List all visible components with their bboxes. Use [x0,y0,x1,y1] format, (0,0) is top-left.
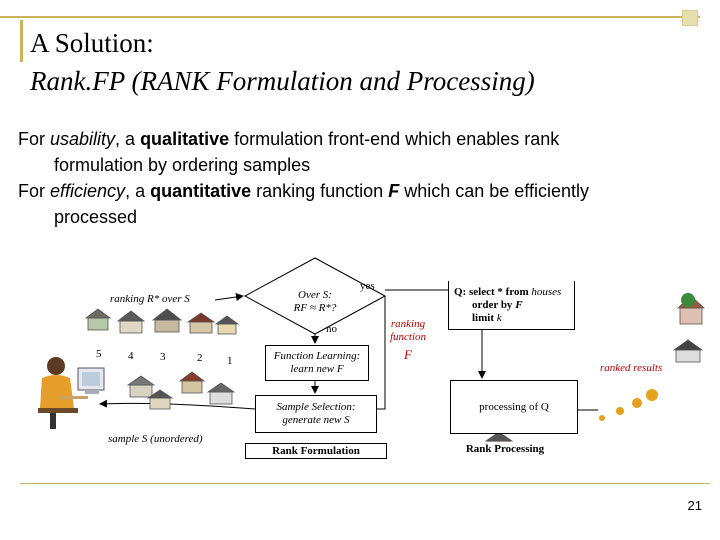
query-box: Q: select * from houses order by F limit… [448,281,580,329]
ranking-over-s-label: ranking R* over S [110,293,190,305]
user-computer-illustration [38,357,105,429]
rank-formulation-box: Rank Formulation [245,443,387,459]
sample-selection-box: Sample Selection: generate new S [255,395,377,433]
page-number: 21 [687,498,702,513]
sample-number-3: 3 [160,351,166,363]
rank-processing-label: Rank Processing [440,442,570,456]
sample-number-2: 2 [197,352,203,364]
sample-number-4: 4 [128,350,134,362]
query-box-left-border [448,281,449,329]
bullet-efficiency: For efficiency, a quantitative ranking f… [18,181,589,227]
title-accent-bar [20,20,23,62]
ranking-function-label: ranking function F [389,318,427,362]
bottom-rule [20,483,710,484]
corner-square [682,10,698,26]
sample-s-label: sample S (unordered) [108,433,203,445]
query-box-right-border [574,281,575,329]
sample-number-5: 5 [96,348,102,360]
processing-box: processing of Q [450,380,578,434]
ranked-results-label: ranked results [600,362,663,374]
bullet-usability: For usability, a qualitative formulation… [18,129,560,175]
sample-number-1: 1 [227,355,233,367]
slide-title: A Solution: [30,28,154,58]
decision-question: Over S: RF ≈ R*? [293,289,337,314]
no-label: no [326,323,337,335]
query-box-bottom-border [448,329,575,330]
slide-subtitle: Rank.FP (RANK Formulation and Processing… [30,66,535,96]
yes-label: yes [360,280,375,292]
top-rule [0,16,700,18]
function-learning-box: Function Learning: learn new F [265,345,369,381]
